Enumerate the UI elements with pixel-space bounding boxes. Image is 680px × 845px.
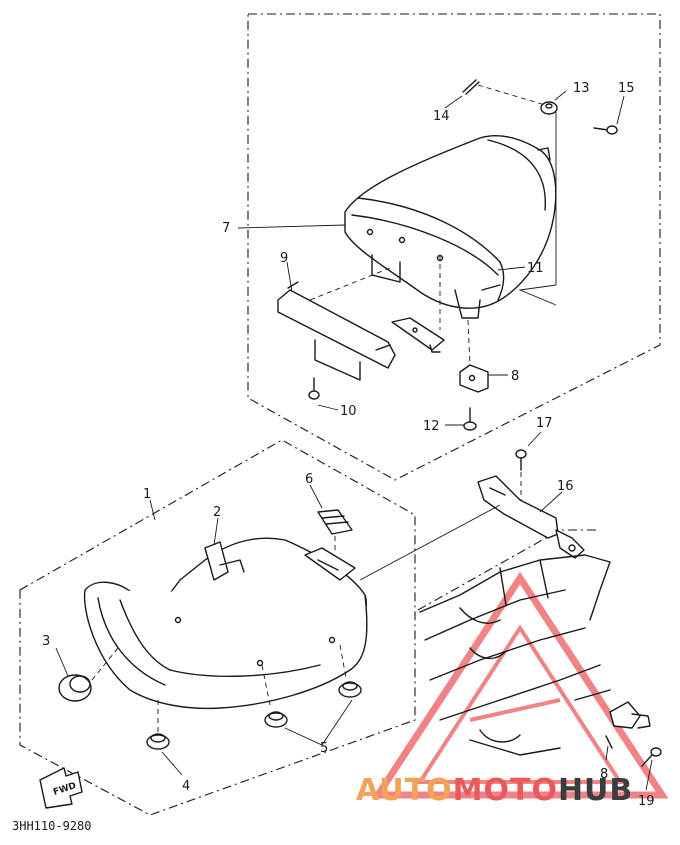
callout-2: 2 (213, 505, 221, 520)
callout-11: 11 (527, 261, 544, 276)
plate-2-part (204, 541, 245, 581)
callout-8-upper: 8 (511, 369, 519, 384)
callout-19: 19 (638, 794, 655, 809)
plate-bracket-part (391, 317, 445, 353)
drawing-code: 3HH110-9280 (12, 819, 91, 833)
callout-12: 12 (423, 419, 440, 434)
callout-13: 13 (573, 81, 590, 96)
nut-13-icon (540, 101, 558, 115)
lock-8-lower-part (605, 701, 651, 749)
band-6-part (317, 509, 353, 535)
watermark-hub: HUB (558, 773, 633, 808)
forward-arrow-icon: FWD (39, 767, 83, 809)
watermark-triangle-icon (371, 571, 669, 799)
seat-lock-16-part (477, 475, 585, 559)
callout-17: 17 (536, 416, 553, 431)
callout-8-lower: 8 (600, 767, 608, 782)
damper-5b-part (338, 681, 362, 698)
bolt-12-icon (463, 407, 477, 431)
group-boundary-cowl (247, 13, 661, 481)
callout-16: 16 (557, 479, 574, 494)
callout-3: 3 (42, 634, 50, 649)
callout-labels: 1 2 3 4 5 6 7 8 8 9 10 11 12 13 14 15 16… (42, 81, 655, 809)
damper-5a-part (264, 711, 288, 728)
watermark-moto: MOTO (453, 773, 558, 808)
callout-7: 7 (222, 221, 230, 236)
bracket-9-part (277, 281, 396, 381)
bolt-17-icon (515, 449, 527, 471)
callout-1: 1 (143, 487, 151, 502)
callout-5: 5 (320, 741, 328, 756)
callout-9: 9 (280, 251, 288, 266)
grommet-14-icon (462, 79, 480, 95)
callout-4: 4 (182, 779, 190, 794)
frame-part (419, 554, 611, 756)
watermark-auto: AUTO (356, 773, 453, 808)
seat-lock-bracket-part (304, 547, 356, 581)
leader-lines (149, 90, 653, 791)
screw-15-icon (593, 125, 618, 135)
svg-text:AUTOMOTOHUB: AUTOMOTOHUB (356, 773, 633, 808)
seat-cowl-part (344, 135, 557, 319)
bolt-10-icon (308, 377, 320, 400)
bracket-8-upper-part (459, 364, 489, 393)
watermark-text: AUTOMOTOHUB (356, 773, 633, 808)
damper-3-part (58, 674, 92, 702)
callout-10: 10 (340, 404, 357, 419)
callout-6: 6 (305, 472, 313, 487)
screw-19-icon (641, 747, 662, 767)
callout-15: 15 (618, 81, 635, 96)
callout-14: 14 (433, 109, 450, 124)
group-boundary-seat (19, 439, 416, 816)
damper-4-part (146, 733, 170, 750)
